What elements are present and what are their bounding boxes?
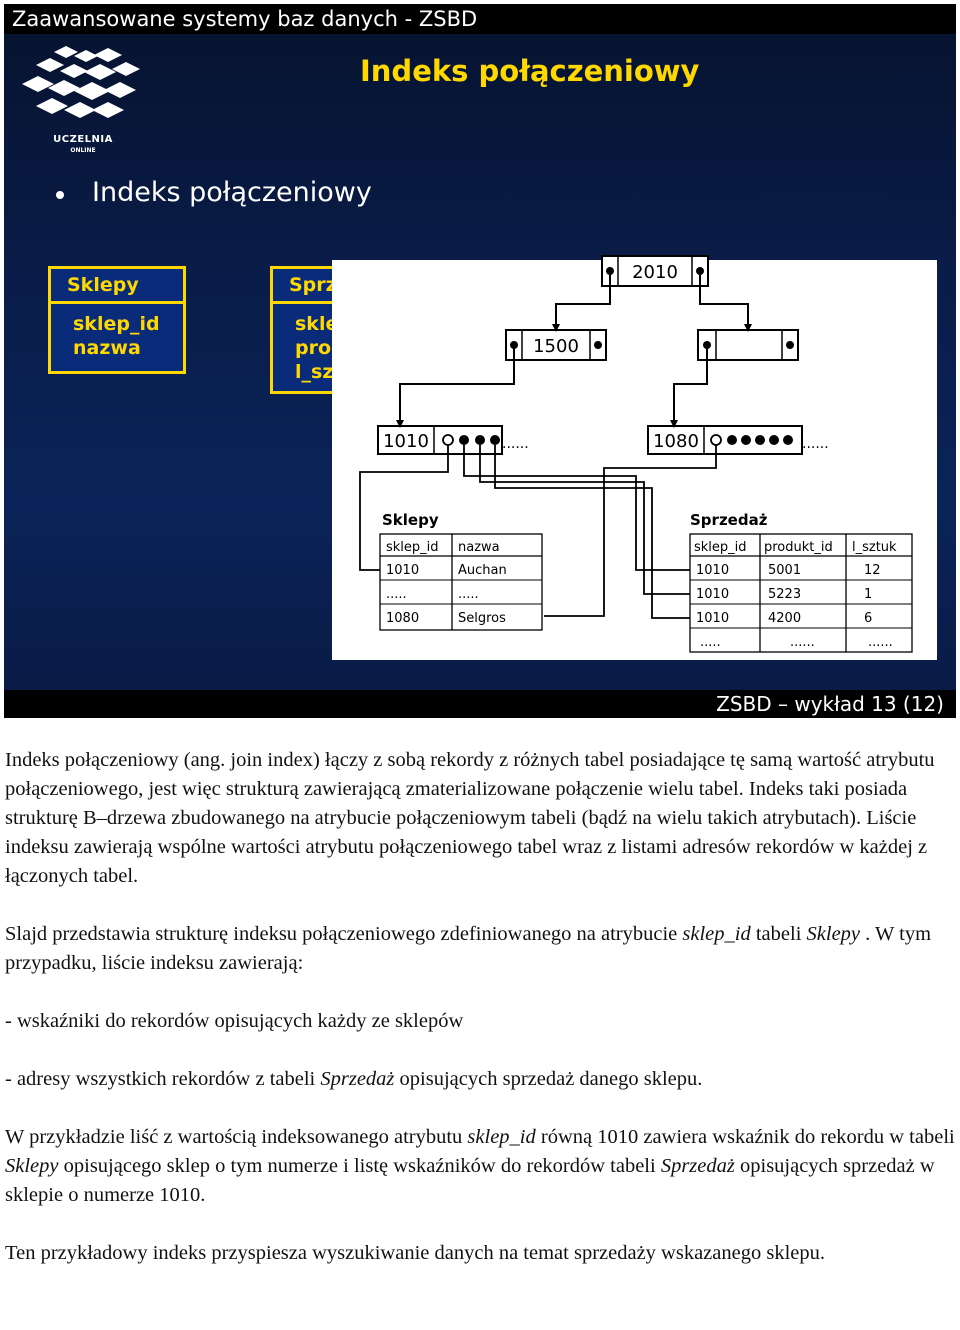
- table-column-header: sklep_id: [694, 540, 747, 555]
- connector-line: [555, 271, 611, 330]
- paragraph-slide-description: Slajd przedstawia strukturę indeksu połą…: [5, 920, 955, 978]
- table-cell: 5223: [768, 587, 801, 602]
- table-cell: 6: [864, 611, 872, 626]
- pointer-dot-icon: [442, 434, 454, 446]
- btree-inner-key: 1500: [533, 336, 579, 357]
- text-span: . W tym przypadku, liście indeksu zawier…: [5, 923, 932, 974]
- emphasis: Sklepy: [806, 923, 861, 945]
- connector-line: [494, 445, 694, 619]
- slide-footer-text: ZSBD – wykład 13 (12): [716, 692, 944, 716]
- emphasis: Sprzedaż: [320, 1068, 395, 1090]
- table-cell: 12: [864, 563, 881, 578]
- bullet-text: Indeks połączeniowy: [92, 177, 372, 208]
- table-cell: ......: [790, 635, 815, 650]
- table-cell: 1: [864, 587, 872, 602]
- connector-line: [359, 445, 449, 571]
- slide-header-title: Zaawansowane systemy baz danych - ZSBD: [12, 7, 478, 31]
- connector-line: [673, 345, 708, 426]
- table-cell: ......: [868, 635, 893, 650]
- table-title: Sprzedaż: [690, 511, 768, 529]
- table-cell: 1010: [696, 563, 729, 578]
- btree-leaf-key: 1010: [383, 431, 429, 452]
- text-span: równą 1010 zawiera wskaźnik do rekordu w…: [535, 1126, 955, 1148]
- table-column-header: l_sztuk: [852, 540, 897, 555]
- emphasis: sklep_id: [467, 1126, 536, 1148]
- table-title: Sklepy: [382, 511, 439, 529]
- pointer-dot-icon: [741, 435, 751, 445]
- pointer-dot-icon: [490, 435, 500, 445]
- connector-line: [544, 445, 717, 617]
- slide-title: Indeks połączeniowy: [360, 54, 700, 88]
- slide-image: Zaawansowane systemy baz danych - ZSBD: [4, 4, 956, 718]
- table-cell: Auchan: [458, 563, 507, 578]
- text-span: tabeli: [750, 923, 807, 945]
- logo-text: UCZELNIA: [53, 134, 113, 145]
- table-cell: 1010: [696, 611, 729, 626]
- connector-line: [479, 445, 694, 595]
- pointer-dot-icon: [769, 435, 779, 445]
- btree-root-key: 2010: [632, 262, 678, 283]
- pointer-dot-icon: [475, 435, 485, 445]
- logo: UCZELNIA ONLINE: [16, 42, 156, 162]
- pointer-dot-icon: [755, 435, 765, 445]
- table-cell: Selgros: [458, 611, 506, 626]
- logo-mark-icon: [22, 46, 140, 118]
- btree-leaf-key: 1080: [653, 431, 699, 452]
- text-span: opisujących sprzedaż w sklepie o numerze…: [5, 1155, 935, 1206]
- text-span: opisujących sprzedaż danego sklepu.: [394, 1068, 703, 1090]
- description-text: Indeks połączeniowy (ang. join index) łą…: [5, 746, 955, 1297]
- text-span: opisującego sklep o tym numerze i listę …: [58, 1155, 661, 1177]
- table-cell: 1080: [386, 611, 419, 626]
- table-cell: 5001: [768, 563, 801, 578]
- table-cell: .....: [700, 635, 721, 650]
- bullet-dot-icon: [56, 191, 64, 199]
- paragraph-conclusion: Ten przykładowy indeks przyspiesza wyszu…: [5, 1242, 825, 1264]
- schema-box-title: Sklepy: [51, 269, 183, 304]
- emphasis: Sprzedaż: [660, 1155, 735, 1177]
- btree-leaf-1080: 1080: [647, 425, 803, 455]
- paragraph-intro: Indeks połączeniowy (ang. join index) łą…: [5, 749, 935, 887]
- table-cell: .....: [458, 587, 479, 602]
- table-cell: 4200: [768, 611, 801, 626]
- schema-field: sklep_id: [73, 313, 160, 335]
- pointer-dot-icon: [594, 341, 602, 349]
- emphasis: Sklepy: [5, 1155, 59, 1177]
- connector-line: [399, 345, 515, 426]
- paragraph-list-item-2: - adresy wszystkich rekordów z tabeli Sp…: [5, 1065, 955, 1094]
- paragraph-list-item-1: - wskaźniki do rekordów opisujących każd…: [5, 1010, 464, 1032]
- schema-field: nazwa: [73, 337, 141, 359]
- pointer-dot-icon: [786, 341, 794, 349]
- table-column-header: produkt_id: [764, 540, 833, 555]
- leaf-ellipsis: ......: [802, 436, 829, 452]
- table-cell: 1010: [386, 563, 419, 578]
- btree-leaf-1010: 1010: [377, 425, 503, 455]
- table-cell: 1010: [696, 587, 729, 602]
- connector-line: [463, 445, 694, 571]
- schema-box-sklepy: Sklepy sklep_id nazwa: [48, 266, 186, 374]
- table-column-header: sklep_id: [386, 540, 439, 555]
- btree-root-node: 2010: [601, 255, 709, 287]
- paragraph-example: W przykładzie liść z wartością indeksowa…: [5, 1123, 955, 1210]
- table-column-header: nazwa: [458, 540, 500, 555]
- slide-footer: ZSBD – wykład 13 (12): [4, 690, 956, 718]
- text-span: Slajd przedstawia strukturę indeksu połą…: [5, 923, 683, 945]
- logo-subtext: ONLINE: [70, 147, 96, 154]
- text-span: W przykładzie liść z wartością indeksowa…: [5, 1126, 468, 1148]
- table-sprzedaz: Sprzedaż sklep_id produkt_id l_sztuk 101…: [689, 511, 913, 653]
- table-sklepy: Sklepy sklep_id nazwa 1010 Auchan ..... …: [379, 511, 543, 631]
- connector-line: [699, 271, 749, 330]
- btree-diagram: 2010 1500 1010: [359, 255, 913, 653]
- btree-inner-node-right: [697, 329, 799, 361]
- leaf-ellipsis: ......: [502, 436, 529, 452]
- text-span: - adresy wszystkich rekordów z tabeli: [5, 1068, 321, 1090]
- pointer-dot-icon: [459, 435, 469, 445]
- pointer-dot-icon: [710, 434, 722, 446]
- emphasis: sklep_id: [682, 923, 751, 945]
- slide-header: Zaawansowane systemy baz danych - ZSBD: [4, 4, 956, 34]
- pointer-dot-icon: [783, 435, 793, 445]
- btree-inner-node-left: 1500: [505, 329, 607, 361]
- pointer-dot-icon: [727, 435, 737, 445]
- table-cell: .....: [386, 587, 407, 602]
